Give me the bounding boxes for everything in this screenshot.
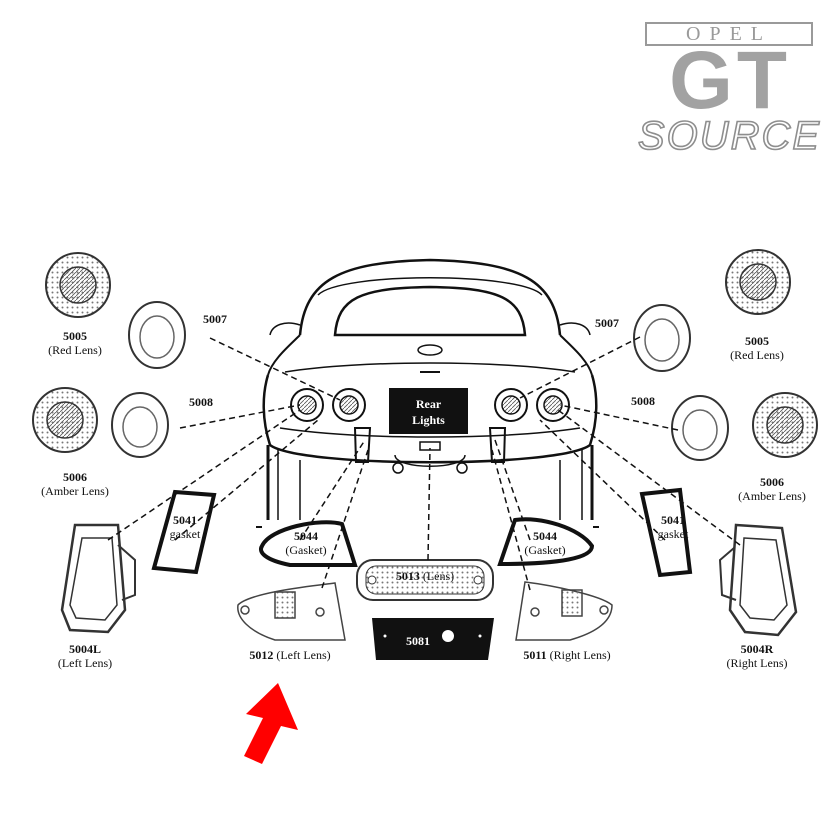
part-5044-right-drawing: [497, 517, 595, 567]
part-5081-drawing: [372, 618, 494, 660]
part-5006-left-drawing: [32, 387, 98, 453]
part-desc: (Left Lens): [57, 656, 113, 670]
label-5005-left: 5005 (Red Lens): [30, 329, 120, 357]
part-desc: (Amber Lens): [738, 489, 806, 503]
part-5007-left-drawing: [128, 301, 186, 369]
label-5007-right: 5007: [595, 316, 619, 330]
part-5041-left-drawing: [151, 489, 217, 575]
label-5081: 5081: [406, 634, 430, 648]
part-5005-left-drawing: [45, 252, 111, 318]
part-number: 5006: [760, 475, 784, 489]
part-desc: (Gasket): [524, 543, 566, 557]
label-5006-right: 5006 (Amber Lens): [724, 475, 820, 503]
label-5007-left: 5007: [203, 312, 227, 326]
part-number: 5044: [533, 529, 557, 543]
part-5006-right-drawing: [752, 392, 818, 458]
label-5008-right: 5008: [631, 394, 655, 408]
part-5011-drawing: [515, 581, 613, 641]
part-number: 5006: [63, 470, 87, 484]
car-rear-body: [262, 258, 598, 520]
part-desc: (Red Lens): [48, 343, 102, 357]
brand-gt-text: GT: [669, 35, 791, 126]
part-desc: (Gasket): [285, 543, 327, 557]
label-5005-right: 5005 (Red Lens): [712, 334, 802, 362]
label-5041-left: 5041 gasket: [160, 513, 210, 541]
label-5011: 5011 (Right Lens): [502, 648, 632, 662]
part-desc: (Red Lens): [730, 348, 784, 362]
red-arrow-pointer: [244, 683, 298, 764]
part-5008-right-drawing: [671, 395, 729, 461]
brand-opel-text: OPEL: [686, 23, 772, 45]
part-5004l-drawing: [60, 523, 136, 634]
center-badge-line2: Lights: [412, 413, 445, 427]
part-desc: gasket: [657, 527, 689, 541]
center-badge: Rear Lights: [389, 396, 468, 428]
part-5004r-drawing: [718, 523, 798, 637]
brand-source-text: SOURCE: [637, 114, 822, 158]
part-number: 5013: [395, 569, 420, 583]
part-desc: gasket: [169, 527, 201, 541]
part-number: 5005: [63, 329, 87, 343]
label-5008-left: 5008: [189, 395, 213, 409]
part-number: 5011: [523, 648, 547, 662]
part-desc: (Amber Lens): [41, 484, 109, 498]
label-5012: 5012 (Left Lens): [230, 648, 350, 662]
part-desc: (Left Lens): [276, 648, 331, 662]
part-number: 5005: [745, 334, 769, 348]
part-5013-drawing: [356, 559, 494, 601]
part-5044-left-drawing: [259, 520, 358, 567]
part-5005-right-drawing: [725, 249, 791, 315]
part-number: 5041: [661, 513, 685, 527]
part-number: 5041: [173, 513, 197, 527]
part-desc: (Right Lens): [726, 656, 788, 670]
label-5041-right: 5041 gasket: [648, 513, 698, 541]
part-5007-right-drawing: [633, 304, 691, 372]
leader-lines: [107, 336, 741, 591]
part-desc: (Lens): [422, 569, 455, 583]
part-5012-drawing: [237, 582, 346, 641]
part-5008-left-drawing: [111, 392, 169, 458]
label-5044-left: 5044 (Gasket): [276, 529, 336, 557]
part-number: 5004R: [740, 642, 774, 656]
part-number: 5004L: [68, 642, 101, 656]
center-badge-box: [389, 388, 468, 434]
center-badge-line1: Rear: [415, 397, 442, 411]
label-5006-left: 5006 (Amber Lens): [30, 470, 120, 498]
part-desc: (Right Lens): [549, 648, 611, 662]
label-5044-right: 5044 (Gasket): [515, 529, 575, 557]
brand-logo-opel: OPEL: [645, 22, 813, 46]
label-5004r: 5004R (Right Lens): [712, 642, 802, 670]
label-5013: 5013 (Lens): [372, 569, 478, 583]
label-5004l: 5004L (Left Lens): [40, 642, 130, 670]
part-number: 5044: [294, 529, 318, 543]
part-number: 5012: [249, 648, 274, 662]
